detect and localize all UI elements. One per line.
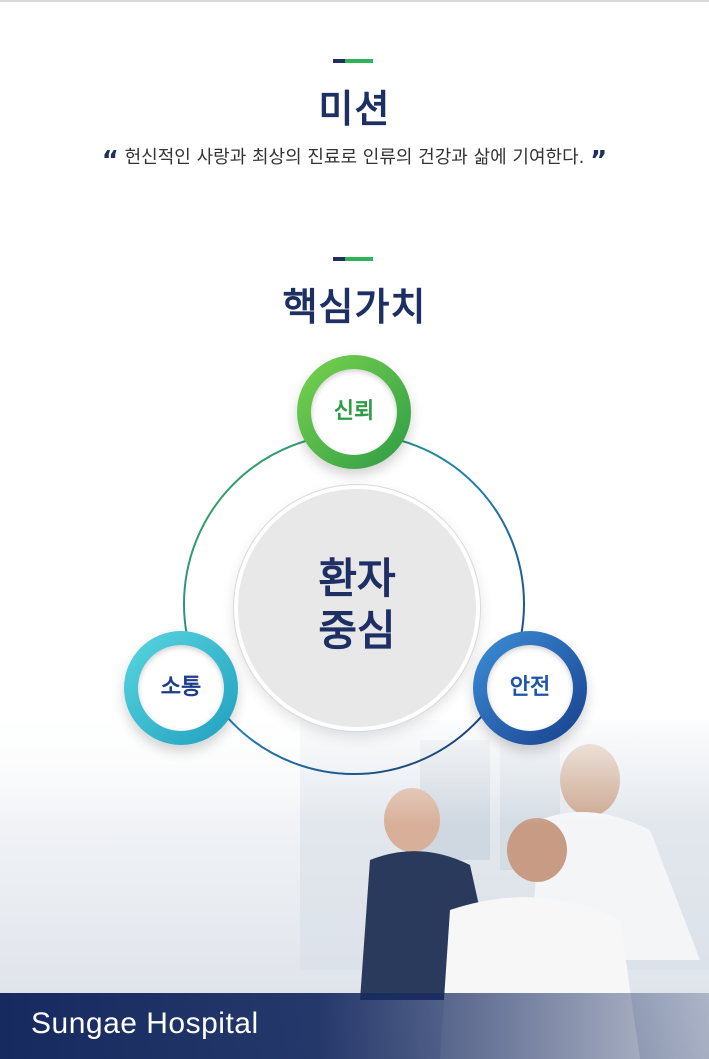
value-node-safety: 안전: [473, 631, 587, 745]
value-node-communication-label: 소통: [160, 675, 202, 700]
hospital-name: Sungae Hospital: [31, 1007, 259, 1040]
patient-centered-circle: [234, 485, 480, 731]
core-values-title: 핵심가치: [282, 285, 427, 329]
footer-banner: [0, 993, 709, 1059]
top-divider: [0, 0, 709, 2]
value-node-trust-label: 신뢰: [333, 399, 375, 424]
mission-accent-bar: [333, 59, 373, 63]
value-node-communication: 소통: [124, 631, 238, 745]
core-values-accent-bar: [333, 257, 373, 261]
center-label-line1: 환자: [318, 554, 396, 603]
open-quote-icon: “: [101, 146, 119, 176]
value-node-safety-label: 안전: [509, 675, 551, 700]
patient-centered-label: 환자 중심: [234, 553, 480, 657]
mission-title: 미션: [318, 87, 391, 131]
close-quote-icon: ”: [590, 146, 608, 176]
value-node-trust: 신뢰: [297, 355, 411, 469]
mission-statement-block: “ 헌신적인 사랑과 최상의 진료로 인류의 건강과 삶에 기여한다. ”: [0, 143, 709, 176]
center-label-line2: 중심: [318, 606, 396, 655]
mission-statement: 헌신적인 사랑과 최상의 진료로 인류의 건강과 삶에 기여한다.: [124, 147, 585, 168]
